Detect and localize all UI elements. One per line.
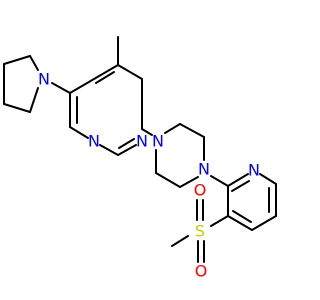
molecule-structure: N N N N N N S O O: [3, 36, 277, 281]
atom-label-oxygen-bottom: O: [195, 262, 208, 281]
atom-label-piperazine-n1: N: [152, 132, 164, 151]
bond: [3, 103, 31, 113]
bond: [227, 173, 249, 187]
atom-label-pyrrolidine-n: N: [38, 70, 50, 89]
bond: [118, 138, 135, 149]
atom-label-pyrimidine-n1: N: [136, 132, 148, 151]
bond: [179, 176, 199, 188]
atom-label-sulfur: S: [195, 222, 205, 241]
bond: [251, 215, 277, 231]
atom-label-pyridine-n: N: [248, 161, 260, 180]
bond: [227, 215, 253, 231]
bond: [117, 64, 143, 80]
bond: [29, 87, 39, 113]
bonds: [3, 36, 277, 263]
bond: [210, 175, 229, 187]
bond: [231, 180, 250, 192]
bond: [155, 172, 181, 188]
bond: [29, 55, 39, 71]
atom-label-pyrimidine-n3: N: [88, 132, 100, 151]
bond: [164, 123, 181, 134]
bond: [210, 215, 229, 227]
bond: [3, 55, 31, 65]
bond: [171, 235, 189, 247]
bond: [95, 71, 115, 84]
bond: [51, 82, 71, 94]
bond: [259, 173, 277, 185]
bond: [141, 128, 153, 136]
bond: [93, 64, 119, 80]
atom-labels: N N N N N N S O O: [38, 70, 260, 281]
atom-label-oxygen-top: O: [194, 181, 207, 200]
bond: [99, 144, 119, 156]
bond: [232, 210, 252, 223]
bond: [117, 144, 137, 156]
bond: [69, 126, 89, 139]
bond: [179, 123, 205, 138]
bond: [69, 78, 95, 94]
atom-label-piperazine-n4: N: [198, 160, 210, 179]
